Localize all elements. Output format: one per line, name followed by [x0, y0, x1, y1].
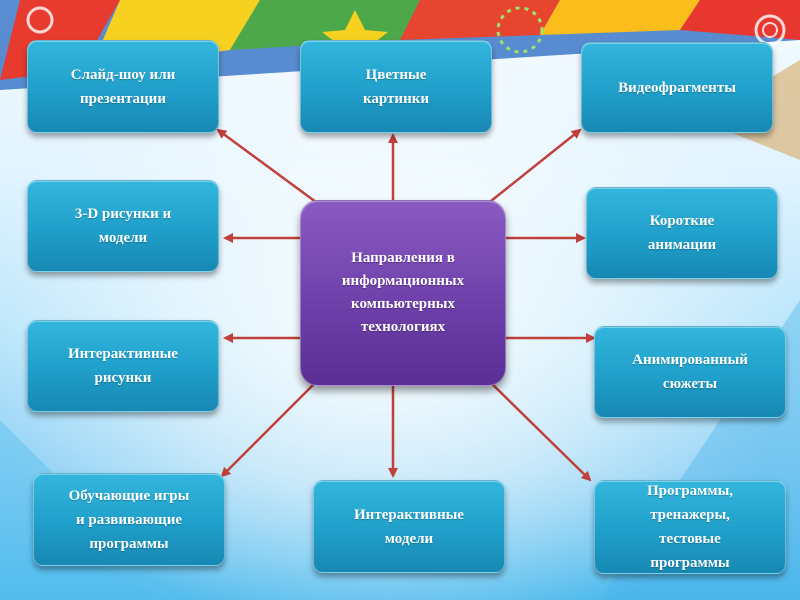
arrow-to-educational-games	[220, 377, 321, 478]
node-interactive-models: Интерактивные модели	[313, 480, 505, 573]
arrow-to-slideshow	[216, 128, 321, 207]
center-topic-box: Направления в информационных компьютерны…	[300, 200, 506, 386]
arrow-to-video-fragments	[485, 128, 582, 206]
node-video-fragments: Видеофрагменты	[581, 42, 773, 133]
arrow-to-programs-trainers	[485, 377, 592, 482]
node-programs-trainers: Программы, тренажеры, тестовые программы	[594, 480, 786, 574]
node-3d-drawings: 3-D рисунки и модели	[27, 180, 219, 272]
node-short-animations: Короткие анимации	[586, 187, 778, 279]
node-slideshow: Слайд-шоу или презентации	[27, 40, 219, 133]
node-interactive-drawings: Интерактивные рисунки	[27, 320, 219, 412]
node-educational-games: Обучающие игры и развивающие программы	[33, 473, 225, 566]
node-animated-plots: Анимированный сюжеты	[594, 326, 786, 418]
node-color-pictures: Цветные картинки	[300, 40, 492, 133]
